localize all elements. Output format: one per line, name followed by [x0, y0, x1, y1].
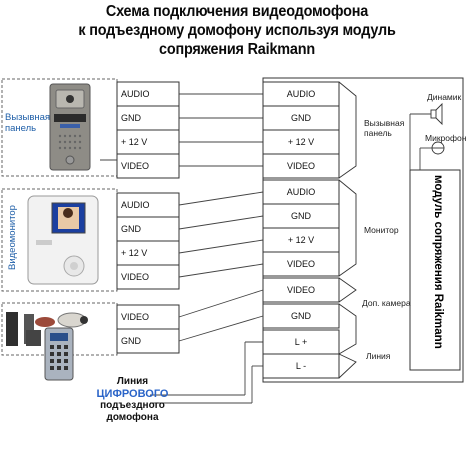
title-line-1: Схема подключения видеодомофона — [105, 3, 369, 20]
module-terminal-monitor-gnd: GND — [291, 211, 311, 221]
title-line-2: к подъездному домофону используя модуль — [78, 22, 396, 39]
zone-camera-label: Доп. камера — [362, 298, 411, 308]
intercom-line-label: Линия ЦИФРОВОГО подъездного домофона — [96, 376, 169, 423]
module-terminal-panel-video: VIDEO — [286, 161, 315, 171]
module-terminal-camera-video: VIDEO — [286, 285, 315, 295]
call-panel-box — [1, 78, 118, 177]
call-panel-image — [49, 83, 91, 171]
microphone-icon — [431, 141, 445, 155]
module-terminal-camera-gnd: GND — [291, 311, 311, 321]
panel-terminal-gnd: GND — [121, 113, 141, 123]
camera-image — [6, 312, 88, 346]
panel-terminal-video: VIDEO — [121, 161, 150, 171]
speaker-icon — [430, 102, 443, 126]
panel-terminal-12v: + 12 V — [121, 137, 148, 147]
camera-terminal-gnd: GND — [121, 336, 141, 346]
speaker-label: Динамик — [427, 92, 462, 102]
module-terminal-panel-gnd: GND — [291, 113, 311, 123]
digital-intercom-image — [44, 327, 74, 381]
microphone-label: Микрофон — [425, 133, 467, 143]
module-terminal-monitor-audio: AUDIO — [286, 187, 316, 197]
module-terminal-panel-12v: + 12 V — [287, 137, 315, 147]
module-frame — [262, 77, 464, 383]
panel-terminal-audio: AUDIO — [121, 89, 150, 99]
monitor-label: Видеомонитор — [7, 205, 18, 270]
monitor-terminal-gnd: GND — [121, 224, 141, 234]
camera-terminal-video: VIDEO — [121, 312, 150, 322]
module-terminal-line-plus: L + — [294, 337, 308, 347]
module-terminal-monitor-video: VIDEO — [286, 259, 315, 269]
title-line-3: сопряжения Raikmann — [159, 41, 315, 58]
zone-line-label: Линия — [366, 351, 391, 361]
module-title-box — [409, 169, 461, 371]
call-panel-label: Вызывная панель — [5, 112, 51, 134]
monitor-terminal-audio: AUDIO — [121, 200, 150, 210]
monitor-terminal-video: VIDEO — [121, 272, 150, 282]
module-terminal-monitor-12v: + 12 V — [287, 235, 315, 245]
monitor-terminal-12v: + 12 V — [121, 248, 148, 258]
zone-panel-label: Вызывная панель — [364, 118, 405, 138]
module-terminal-line-minus: L - — [295, 361, 307, 371]
module-title: модуль сопряжения Raikmann — [432, 175, 444, 349]
monitor-image — [27, 195, 99, 285]
zone-monitor-label: Монитор — [364, 225, 399, 235]
module-terminal-panel-audio: AUDIO — [286, 89, 316, 99]
